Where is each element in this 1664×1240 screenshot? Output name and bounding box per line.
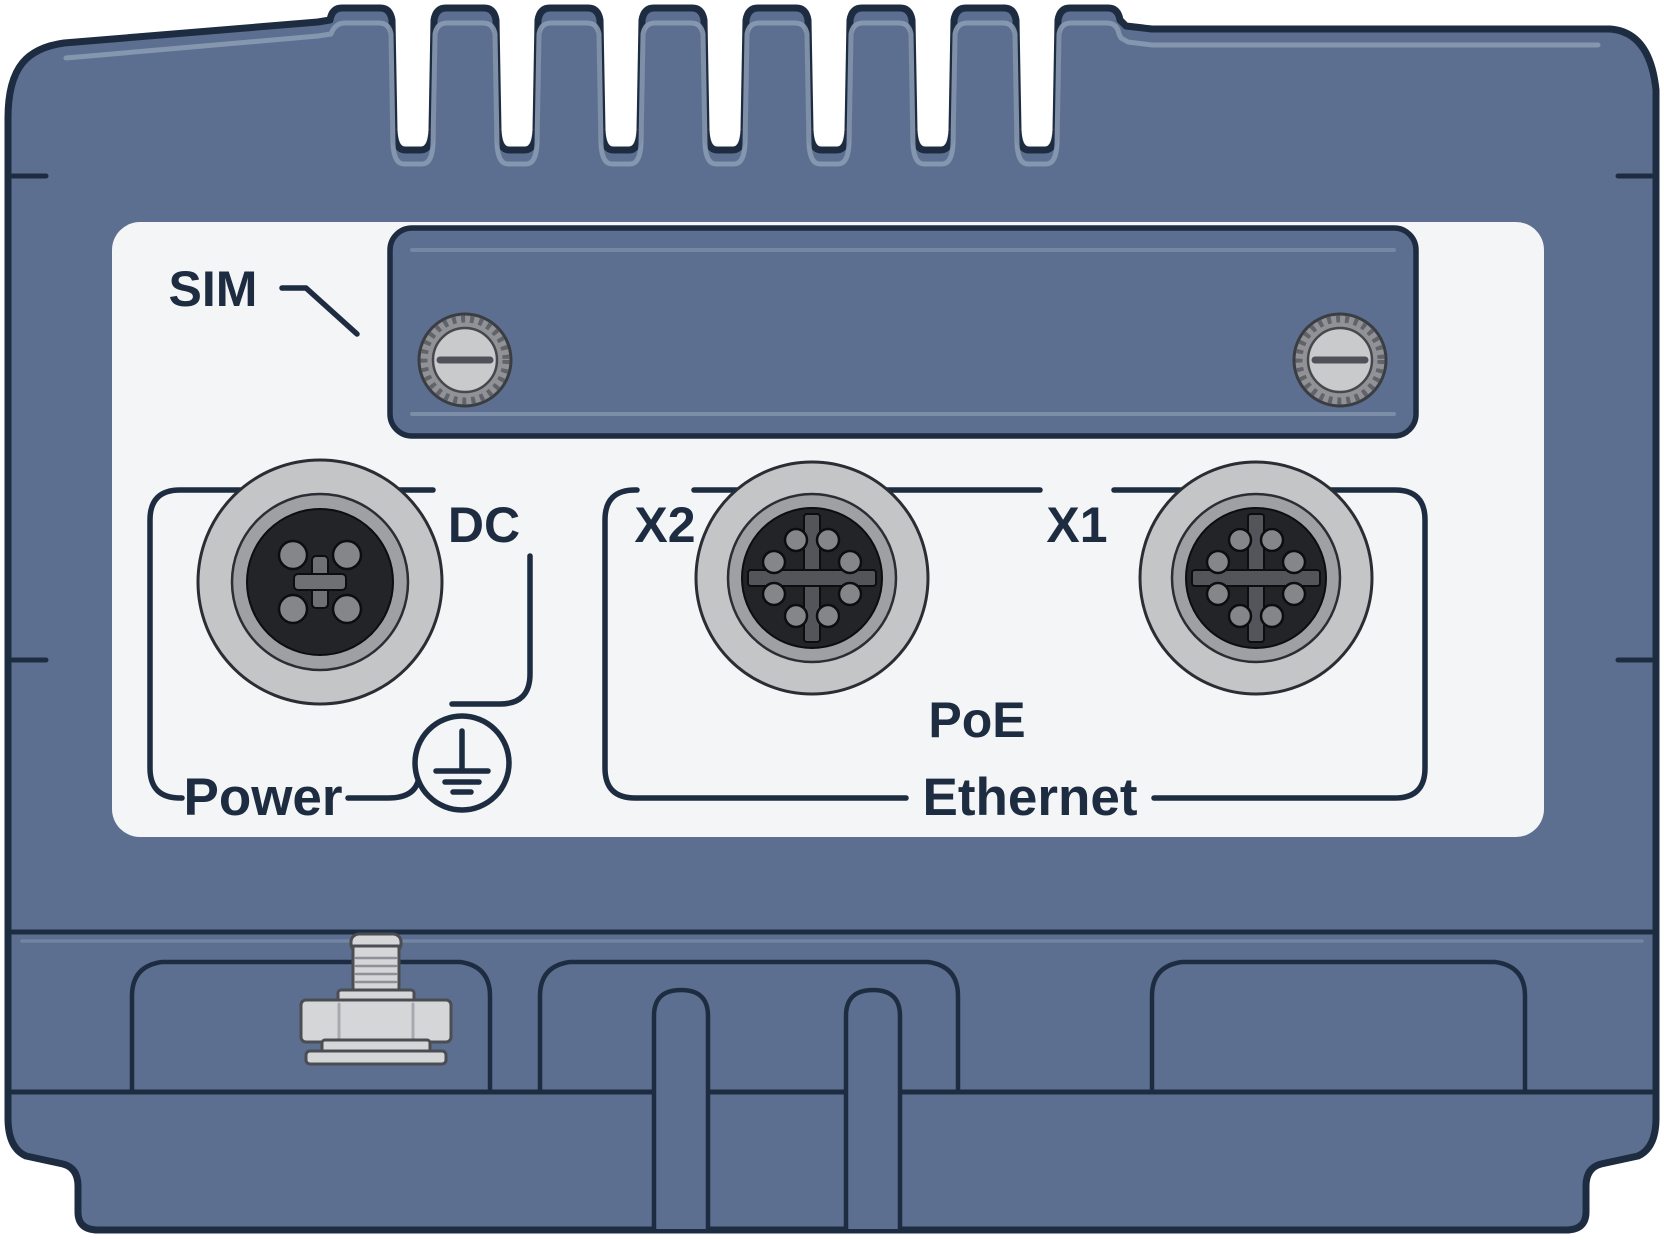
connector-pin xyxy=(761,581,787,607)
x1-label: X1 xyxy=(1046,497,1107,553)
connector-pin xyxy=(1281,549,1307,575)
connector-pin xyxy=(837,581,863,607)
poe-label: PoE xyxy=(928,692,1025,748)
case-seam-notch xyxy=(5,173,1659,663)
heatsink-inner-contour xyxy=(63,20,1601,167)
mounting-plate xyxy=(1149,959,1528,1092)
sim-pointer-line xyxy=(279,285,360,337)
bolt-stud xyxy=(351,944,401,996)
bolt-flange-washer xyxy=(304,1049,448,1066)
sim-cover-plate xyxy=(387,225,1419,439)
mounting-slot xyxy=(651,987,711,1229)
ethernet-connector-x2 xyxy=(694,460,930,696)
thumbscrew-knurl-teeth xyxy=(420,315,510,405)
connector-pin xyxy=(837,549,863,575)
connector-pin xyxy=(1227,603,1253,629)
sim-label: SIM xyxy=(169,261,258,317)
power-label: Power xyxy=(183,768,342,827)
power-section: DC Power xyxy=(147,487,533,827)
sim-cover-thumbscrew-left xyxy=(417,312,513,408)
connector-pin xyxy=(1259,527,1285,553)
sim-cover-thumbscrew-right xyxy=(1292,312,1388,408)
connector-key xyxy=(293,573,347,591)
connector-pin xyxy=(277,539,309,571)
connector-pin xyxy=(331,539,363,571)
earth-symbol-glyph xyxy=(433,728,491,795)
mounting-section xyxy=(5,932,1659,1229)
connector-shield xyxy=(1191,569,1321,587)
connector-pin xyxy=(1259,603,1285,629)
connector-pin xyxy=(1227,527,1253,553)
connector-pin xyxy=(815,603,841,629)
connector-pin xyxy=(331,593,363,625)
grounding-bolt xyxy=(299,932,453,1066)
connector-pin xyxy=(815,527,841,553)
connector-pin xyxy=(1281,581,1307,607)
mounting-slot xyxy=(843,987,903,1229)
ethernet-label: Ethernet xyxy=(923,768,1138,827)
ethernet-connector-x1 xyxy=(1138,460,1374,696)
thumbscrew-knurl-teeth xyxy=(1295,315,1385,405)
dc-label: DC xyxy=(448,497,520,553)
connector-pin xyxy=(783,527,809,553)
x2-label: X2 xyxy=(634,497,695,553)
connector-pin xyxy=(277,593,309,625)
dc-power-connector xyxy=(196,458,444,706)
protective-earth-icon xyxy=(412,713,512,813)
connector-pin xyxy=(1205,581,1231,607)
hex-nut xyxy=(299,998,453,1044)
connector-pin xyxy=(783,603,809,629)
connector-pin xyxy=(761,549,787,575)
sim-cover xyxy=(387,225,1419,439)
connector-shield xyxy=(747,569,877,587)
connector-pin xyxy=(1205,549,1231,575)
